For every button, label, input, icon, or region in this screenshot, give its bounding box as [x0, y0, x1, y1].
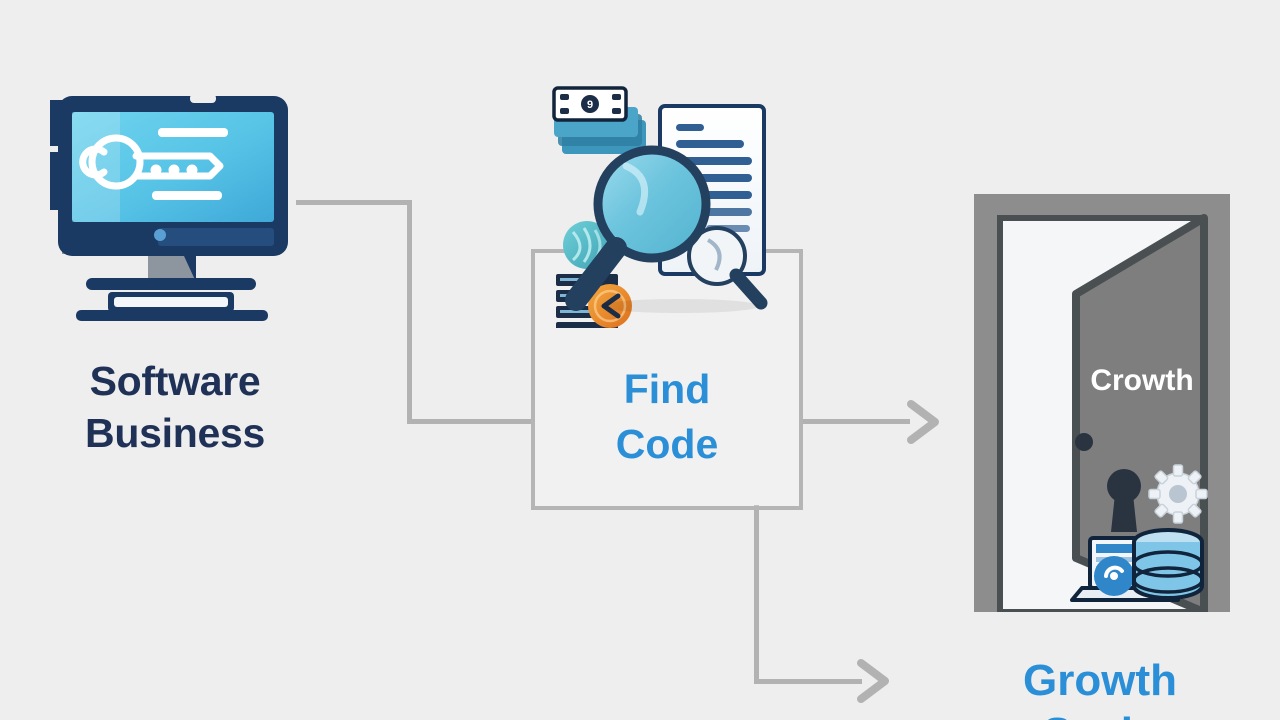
connector-find-code-branch-horizontal: [754, 679, 862, 684]
magnifying-glass-large-icon: [565, 145, 711, 311]
connector-software-to-find-code-horizontal: [296, 200, 412, 205]
magnifying-glass-small-icon: [687, 226, 768, 310]
door-knob: [1075, 433, 1093, 451]
node-label-software-business: Software Business: [85, 358, 265, 457]
arrow-right-icon: [855, 657, 895, 705]
coin-icon: [588, 284, 632, 328]
monitor-icon: [40, 92, 310, 322]
magnifying-glass-icon: 9: [540, 78, 802, 328]
connector-find-code-to-door: [800, 419, 910, 424]
banknotes-icon: 9: [552, 86, 646, 154]
node-label-growth: Growth Scale: [1023, 656, 1177, 720]
node-label-find-code: Find Code: [615, 366, 719, 467]
arrow-right-icon: [905, 398, 945, 446]
connector-find-code-branch-vertical: [754, 505, 759, 684]
gear-icon: [1148, 464, 1208, 524]
connector-software-to-find-code-vertical: [407, 200, 412, 424]
open-door-icon: Crowth: [974, 194, 1230, 612]
door-sign-text: Crowth: [1090, 364, 1193, 397]
svg-text:9: 9: [587, 99, 593, 111]
database-icon: [1132, 528, 1204, 600]
connector-into-find-code-box: [407, 419, 535, 424]
keyhole-icon: [1107, 469, 1141, 532]
